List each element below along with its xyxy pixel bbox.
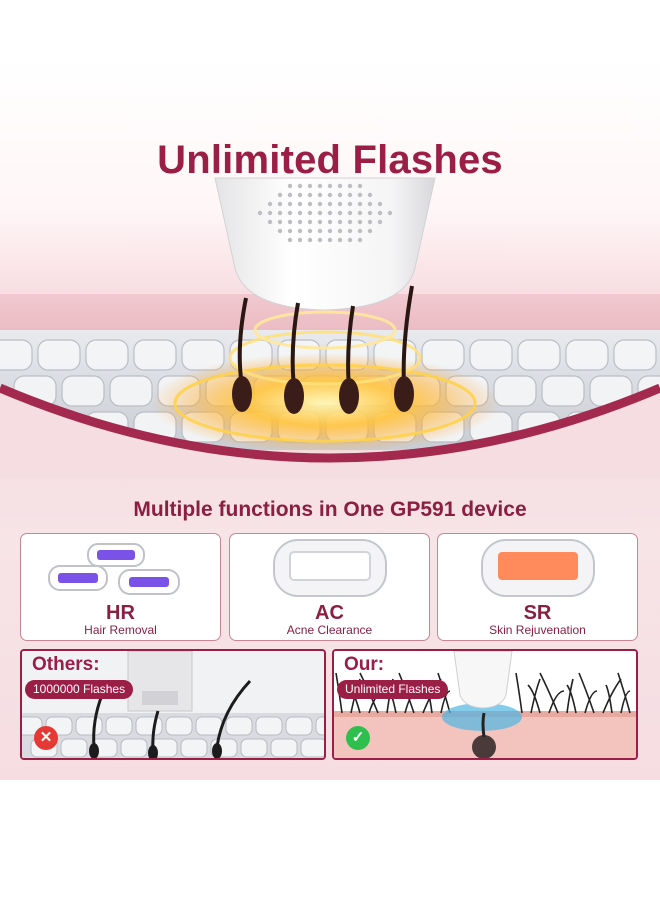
check-icon: ✓ (346, 726, 370, 750)
hero-art (0, 177, 660, 478)
product-poster: Unlimited Flashes Multiple functions in … (0, 58, 660, 780)
light-ring (253, 310, 397, 350)
function-code: SR (523, 602, 552, 624)
lamp-attachment (87, 543, 145, 567)
others-illustration (22, 651, 324, 758)
ours-label: Our: (344, 654, 385, 675)
light-glow (150, 353, 500, 453)
function-name: Skin Rejuvenation (489, 623, 586, 637)
vent-grille (257, 183, 393, 243)
curved-divider-stroke (0, 383, 660, 463)
function-name: Acne Clearance (286, 623, 373, 637)
ours-illustration (334, 651, 636, 758)
cross-icon: ✕ (34, 726, 58, 750)
hero-illustration: Unlimited Flashes (0, 58, 660, 478)
lamp-attachment (48, 565, 108, 591)
comparison-ours: Our: Unlimited Flashes ✓ (332, 649, 638, 760)
light-ring (173, 363, 477, 443)
others-flash-badge: 1000000 Flashes (25, 680, 134, 699)
others-label: Others: (32, 654, 100, 675)
device-head (214, 177, 436, 311)
lamp-attachment (118, 569, 180, 595)
ours-flash-badge: Unlimited Flashes (337, 680, 449, 699)
function-card-ac: AC Acne Clearance (229, 533, 430, 641)
functions-heading: Multiple functions in One GP591 device (133, 498, 527, 521)
comparison-others: Others: 1000000 Flashes ✕ (20, 649, 326, 760)
ac-attachment-icon (273, 539, 387, 597)
sr-attachment-icon (481, 539, 595, 597)
hair-follicles (232, 285, 414, 414)
hero-title: Unlimited Flashes (157, 138, 503, 182)
function-code: HR (106, 602, 135, 624)
function-code: AC (315, 602, 344, 624)
curved-divider (0, 388, 660, 478)
function-card-hr: HR Hair Removal (20, 533, 221, 641)
hr-attachment-icon (48, 543, 180, 595)
function-card-sr: SR Skin Rejuvenation (437, 533, 638, 641)
light-ring (228, 330, 422, 386)
function-name: Hair Removal (84, 623, 157, 637)
